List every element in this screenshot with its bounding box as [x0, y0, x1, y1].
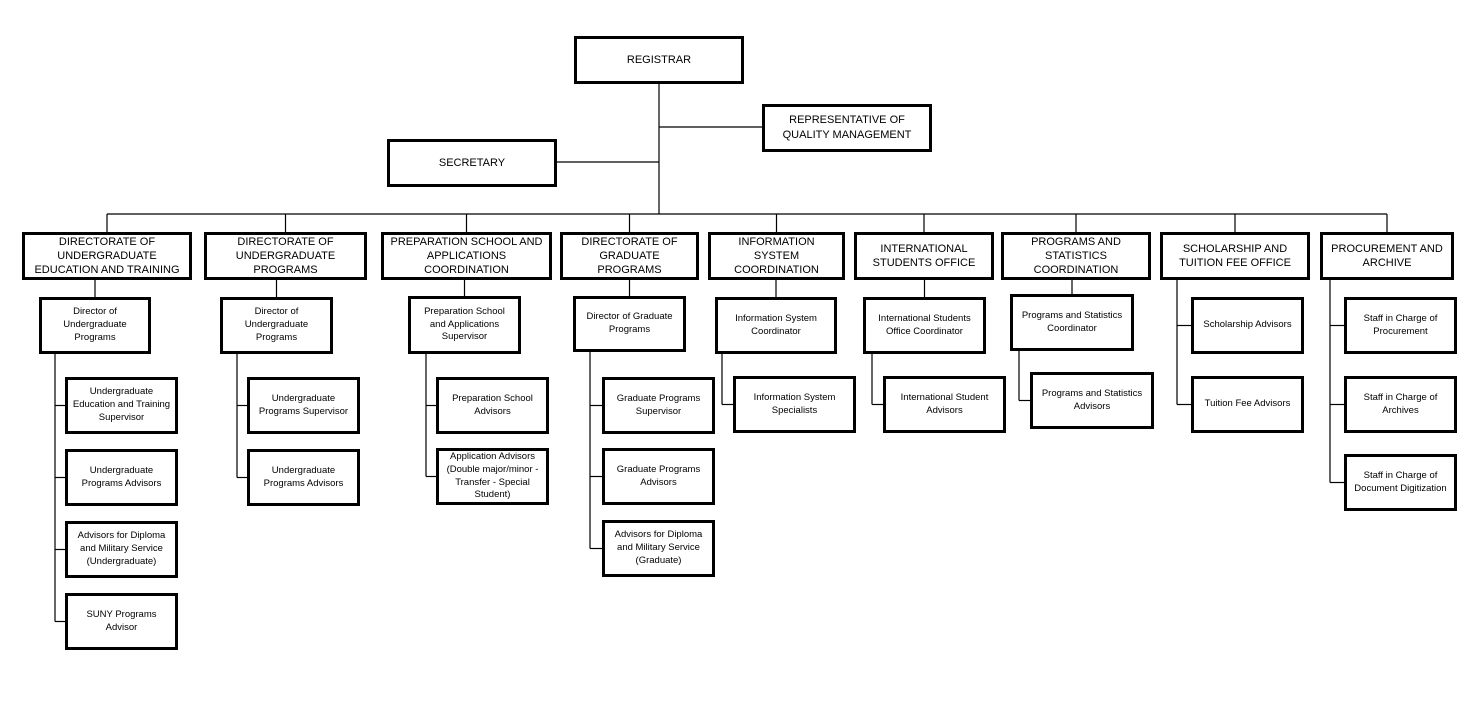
staff-box-label: Undergraduate Programs Supervisor	[258, 392, 349, 417]
staff-box: Staff in Charge of Archives	[1344, 376, 1457, 433]
department-title: INFORMATION SYSTEM COORDINATION	[708, 232, 845, 280]
department-title: PROGRAMS AND STATISTICS COORDINATION	[1001, 232, 1151, 280]
staff-box-label: Undergraduate Programs Advisors	[81, 464, 162, 489]
staff-box-label: Staff in Charge of Procurement	[1363, 312, 1438, 337]
lead-box: Preparation School and Applications Supe…	[408, 296, 521, 354]
staff-box: Scholarship Advisors	[1191, 297, 1304, 354]
department-title: DIRECTORATE OF UNDERGRADUATE PROGRAMS	[204, 232, 367, 280]
lead-box: Director of Graduate Programs	[573, 296, 686, 352]
staff-box-label: Tuition Fee Advisors	[1204, 398, 1291, 410]
staff-box: Advisors for Diploma and Military Servic…	[602, 520, 715, 577]
staff-box-label: Scholarship Advisors	[1203, 319, 1292, 331]
lead-box-label: Director of Undergraduate Programs	[244, 306, 309, 343]
department-title: DIRECTORATE OF UNDERGRADUATE EDUCATION A…	[22, 232, 192, 280]
staff-box-label: Staff in Charge of Archives	[1363, 391, 1438, 416]
staff-box-label: Advisors for Diploma and Military Servic…	[614, 529, 703, 566]
staff-box: Graduate Programs Advisors	[602, 448, 715, 505]
staff-box-label: SUNY Programs Advisor	[86, 608, 157, 633]
quality-representative-label: REPRESENTATIVE OF QUALITY MANAGEMENT	[782, 114, 912, 141]
department-title-label: PROCUREMENT AND ARCHIVE	[1331, 242, 1443, 269]
department-title: PREPARATION SCHOOL AND APPLICATIONS COOR…	[381, 232, 552, 280]
lead-box: Director of Undergraduate Programs	[220, 297, 333, 354]
staff-box-label: Graduate Programs Advisors	[616, 463, 701, 488]
department-title-label: INTERNATIONAL STUDENTS OFFICE	[872, 242, 976, 269]
department-title: DIRECTORATE OF GRADUATE PROGRAMS	[560, 232, 699, 280]
department-title-label: SCHOLARSHIP AND TUITION FEE OFFICE	[1179, 242, 1291, 269]
department-title-label: DIRECTORATE OF GRADUATE PROGRAMS	[581, 235, 678, 277]
staff-box: Graduate Programs Supervisor	[602, 377, 715, 434]
registrar-label: REGISTRAR	[626, 53, 692, 66]
department-title-label: INFORMATION SYSTEM COORDINATION	[734, 235, 819, 277]
staff-box: Undergraduate Programs Advisors	[247, 449, 360, 506]
department-title: PROCUREMENT AND ARCHIVE	[1320, 232, 1454, 280]
staff-box-label: Information System Specialists	[753, 391, 836, 416]
staff-box: Advisors for Diploma and Military Servic…	[65, 521, 178, 578]
department-title-label: DIRECTORATE OF UNDERGRADUATE EDUCATION A…	[34, 235, 180, 277]
lead-box-label: International Students Office Coordinato…	[878, 312, 971, 337]
department-title-label: PREPARATION SCHOOL AND APPLICATIONS COOR…	[390, 235, 543, 277]
staff-box: Undergraduate Education and Training Sup…	[65, 377, 178, 434]
lead-box: International Students Office Coordinato…	[863, 297, 986, 354]
staff-box: Undergraduate Programs Advisors	[65, 449, 178, 506]
department-title-label: PROGRAMS AND STATISTICS COORDINATION	[1031, 235, 1121, 277]
staff-box-label: Graduate Programs Supervisor	[616, 392, 701, 417]
lead-box-label: Preparation School and Applications Supe…	[424, 305, 505, 343]
lead-box-label: Information System Coordinator	[735, 312, 817, 337]
staff-box-label: Undergraduate Programs Advisors	[263, 464, 344, 489]
lead-box-label: Programs and Statistics Coordinator	[1021, 309, 1123, 334]
staff-box-label: Undergraduate Education and Training Sup…	[72, 386, 171, 423]
staff-box: Information System Specialists	[733, 376, 856, 433]
department-title: INTERNATIONAL STUDENTS OFFICE	[854, 232, 994, 280]
lead-box-label: Director of Undergraduate Programs	[63, 306, 127, 343]
secretary-label: SECRETARY	[438, 156, 506, 169]
staff-box-label: Application Advisors (Double major/minor…	[446, 450, 539, 501]
staff-box: Application Advisors (Double major/minor…	[436, 448, 549, 505]
staff-box: Tuition Fee Advisors	[1191, 376, 1304, 433]
staff-box: Programs and Statistics Advisors	[1030, 372, 1154, 429]
staff-box: International Student Advisors	[883, 376, 1006, 433]
staff-box-label: Programs and Statistics Advisors	[1041, 387, 1143, 412]
staff-box: Preparation School Advisors	[436, 377, 549, 434]
lead-box-label: Director of Graduate Programs	[586, 311, 673, 335]
registrar-box: REGISTRAR	[574, 36, 744, 84]
lead-box: Director of Undergraduate Programs	[39, 297, 151, 354]
staff-box: Staff in Charge of Procurement	[1344, 297, 1457, 354]
staff-box: Undergraduate Programs Supervisor	[247, 377, 360, 434]
staff-box: SUNY Programs Advisor	[65, 593, 178, 650]
lead-box: Programs and Statistics Coordinator	[1010, 294, 1134, 351]
staff-box-label: International Student Advisors	[900, 391, 989, 416]
department-title: SCHOLARSHIP AND TUITION FEE OFFICE	[1160, 232, 1310, 280]
secretary-box: SECRETARY	[387, 139, 557, 187]
quality-representative-box: REPRESENTATIVE OF QUALITY MANAGEMENT	[762, 104, 932, 152]
department-title-label: DIRECTORATE OF UNDERGRADUATE PROGRAMS	[235, 235, 336, 277]
lead-box: Information System Coordinator	[715, 297, 837, 354]
staff-box-label: Advisors for Diploma and Military Servic…	[77, 530, 166, 567]
staff-box-label: Preparation School Advisors	[452, 392, 533, 417]
staff-box: Staff in Charge of Document Digitization	[1344, 454, 1457, 511]
staff-box-label: Staff in Charge of Document Digitization	[1354, 469, 1447, 494]
